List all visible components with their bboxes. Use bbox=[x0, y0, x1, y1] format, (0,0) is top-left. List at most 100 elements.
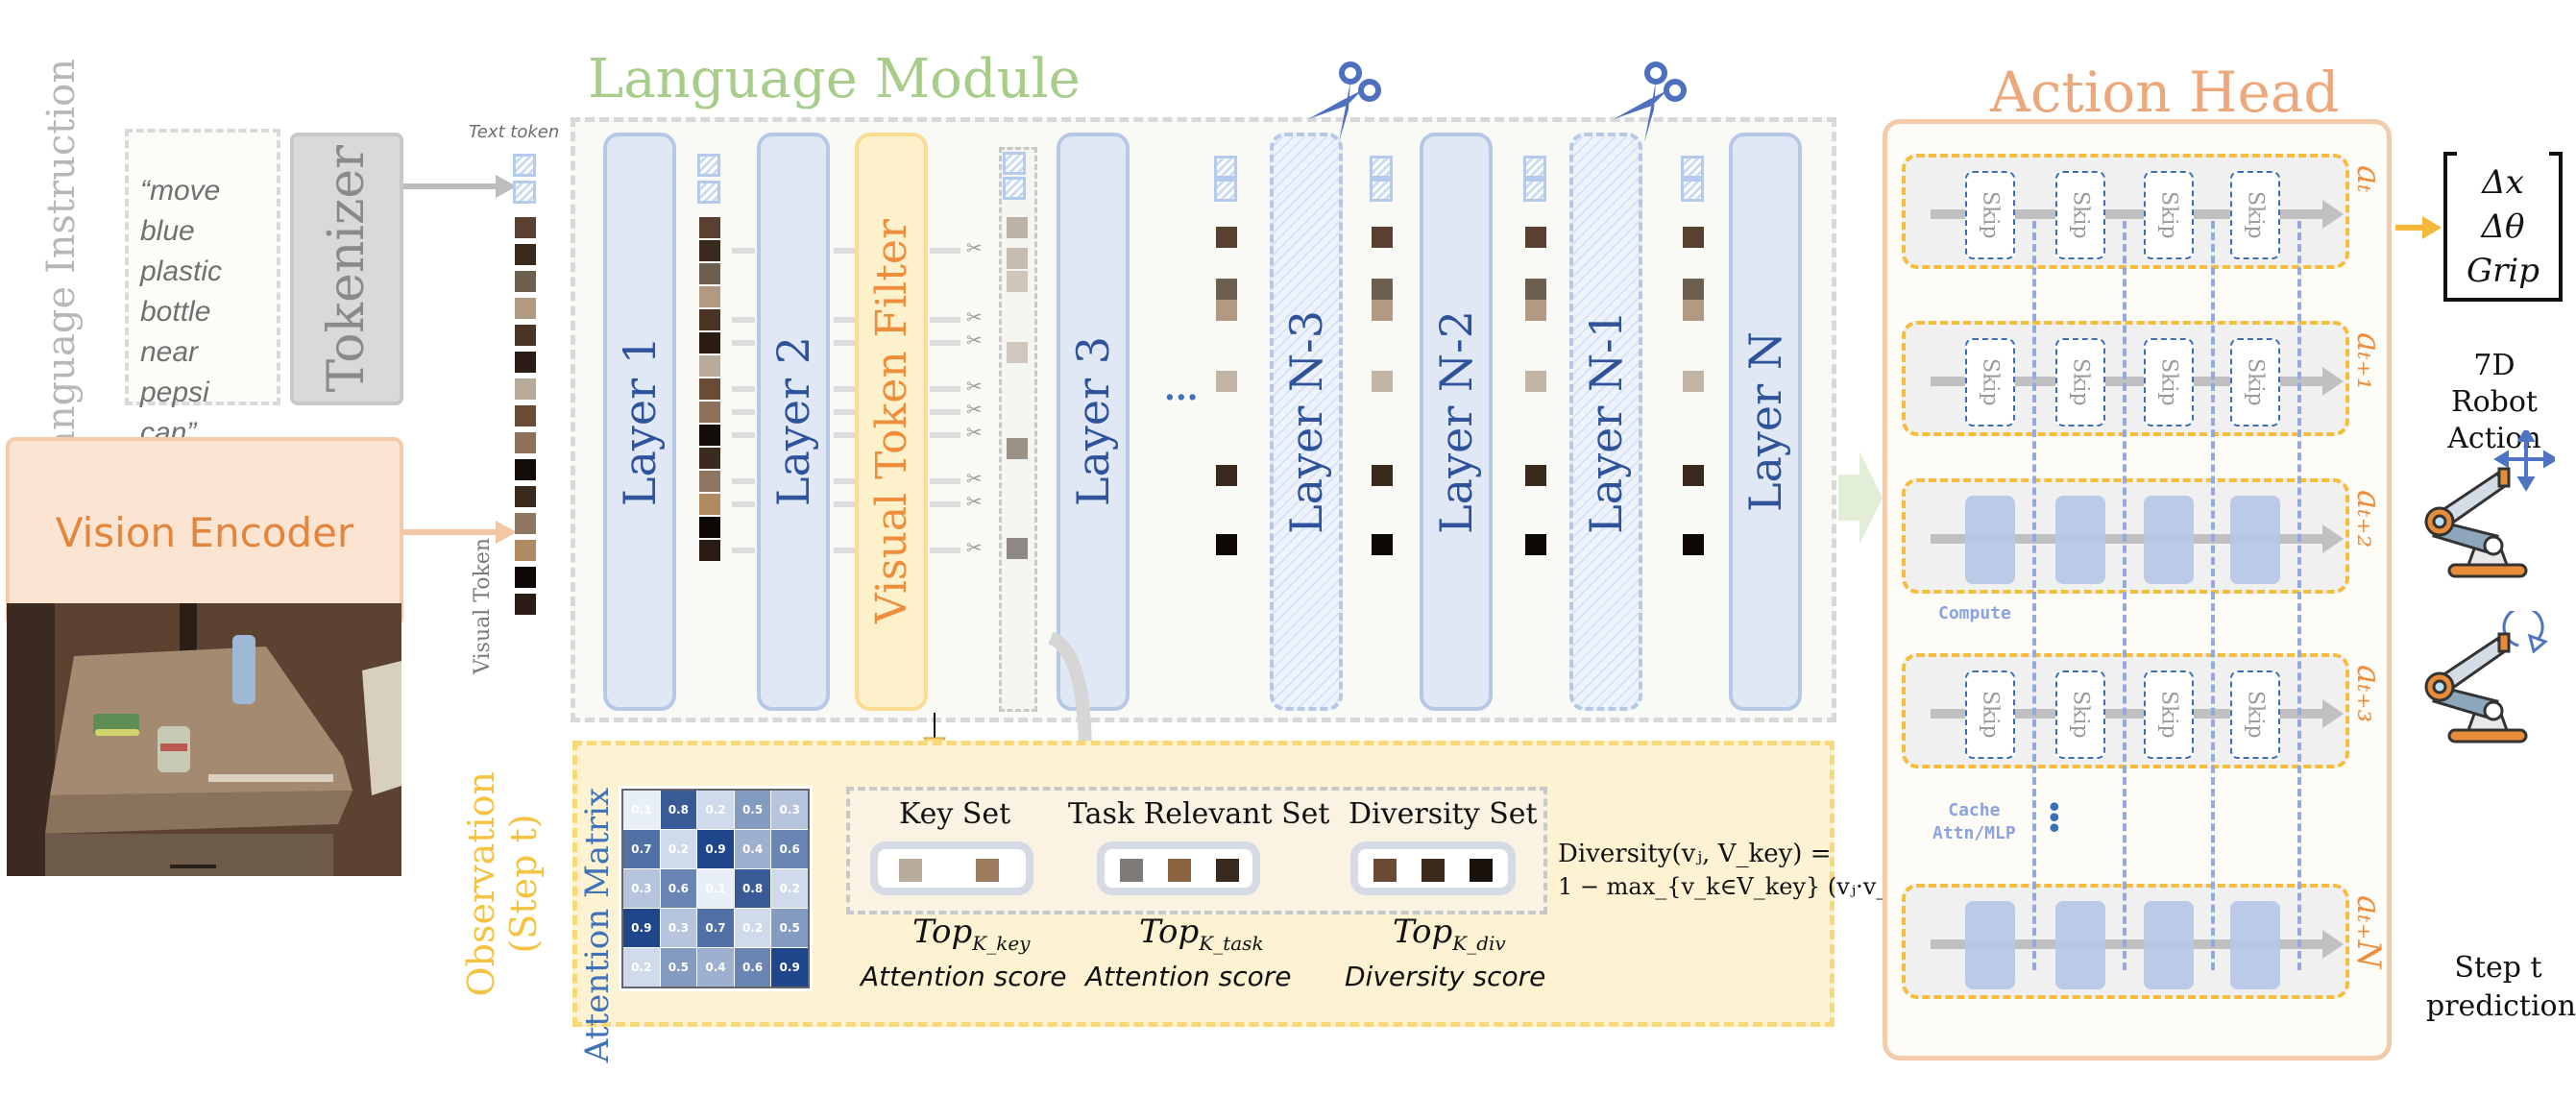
scissors-icon: ✂ bbox=[966, 329, 983, 352]
scissors-icon: ✂ bbox=[966, 236, 983, 259]
scissors-icon: ✂ bbox=[966, 490, 983, 513]
visual-token bbox=[515, 405, 536, 427]
robot-arm-rotate-icon bbox=[2424, 611, 2548, 744]
visual-token bbox=[1372, 300, 1393, 321]
flow-line bbox=[732, 478, 755, 484]
output-arrow-icon bbox=[2395, 216, 2442, 239]
visual-token bbox=[515, 540, 536, 561]
visual-token bbox=[1216, 300, 1237, 321]
language-module-title: Language Module bbox=[588, 48, 1081, 110]
layer-block-n-2: Layer N-2 bbox=[1420, 133, 1493, 711]
visual-token bbox=[1683, 534, 1704, 555]
layer-block-1: Layer 1 bbox=[603, 133, 676, 711]
layer-block-n: Layer N bbox=[1729, 133, 1802, 711]
compute-block bbox=[2230, 496, 2280, 584]
set-token bbox=[1120, 859, 1143, 882]
layer-label: Layer N-2 bbox=[1430, 309, 1482, 534]
layer-label: Layer 1 bbox=[614, 336, 666, 507]
visual-token bbox=[515, 486, 536, 507]
flow-line bbox=[834, 432, 855, 438]
action-component: Grip bbox=[2466, 252, 2540, 290]
visual-token bbox=[1216, 534, 1237, 555]
flow-line bbox=[930, 478, 960, 484]
text-token bbox=[1003, 152, 1026, 175]
kept-visual-token bbox=[1007, 248, 1028, 269]
attention-cell: 0.7 bbox=[623, 830, 660, 868]
compute-label: Compute bbox=[1938, 603, 2011, 623]
compute-block bbox=[1965, 901, 2015, 989]
visual-token bbox=[515, 378, 536, 400]
instruction-line: pepsi can” bbox=[140, 377, 209, 449]
task-relevant-set-title: Task Relevant Set bbox=[1068, 797, 1330, 831]
layer-label: Layer 2 bbox=[767, 336, 819, 507]
observation-label: Observation (Step t) bbox=[459, 740, 546, 1028]
flow-line bbox=[834, 340, 855, 346]
action-step-label: aₜ bbox=[2349, 165, 2388, 193]
scissors-icon: ✂ bbox=[966, 375, 983, 398]
visual-token bbox=[699, 217, 720, 238]
instruction-line: bottle bbox=[140, 296, 211, 328]
visual-token bbox=[515, 271, 536, 292]
skip-block: Skip bbox=[2055, 171, 2105, 259]
topk-task-label: TopK_task bbox=[1139, 913, 1264, 955]
residual-stream-arrow-icon bbox=[1931, 200, 2344, 229]
attention-cell: 0.3 bbox=[771, 791, 808, 829]
flow-line bbox=[732, 432, 755, 438]
visual-token bbox=[699, 378, 720, 400]
visual-token bbox=[515, 594, 536, 615]
visual-token bbox=[515, 459, 536, 480]
visual-token bbox=[699, 471, 720, 492]
text-token bbox=[1523, 179, 1546, 202]
visual-token-filter-label: Visual Token Filter bbox=[866, 219, 916, 624]
residual-stream-arrow-icon bbox=[1931, 699, 2344, 728]
skip-block: Skip bbox=[1965, 171, 2015, 259]
flow-line bbox=[930, 409, 960, 415]
flow-line bbox=[732, 248, 755, 254]
flow-line bbox=[732, 317, 755, 323]
vision-encoder-arrow-icon bbox=[403, 521, 517, 544]
filtered-token-column bbox=[999, 147, 1037, 712]
text-token bbox=[1370, 179, 1393, 202]
attention-cell: 0.8 bbox=[660, 791, 697, 829]
module-arrow-icon bbox=[1838, 451, 1883, 544]
visual-token bbox=[1372, 465, 1393, 486]
flow-line bbox=[930, 432, 960, 438]
flow-line bbox=[732, 409, 755, 415]
attention-cell: 0.6 bbox=[771, 830, 808, 868]
flow-line bbox=[930, 248, 960, 254]
attention-cell: 0.9 bbox=[771, 948, 808, 987]
attention-cell: 0.7 bbox=[697, 909, 734, 947]
visual-token bbox=[1683, 227, 1704, 248]
set-token bbox=[1168, 859, 1191, 882]
vision-encoder-label: Vision Encoder bbox=[55, 508, 354, 556]
cache-label-line: Attn/MLP bbox=[1932, 823, 2016, 843]
tokenizer-block: Tokenizer bbox=[290, 133, 403, 405]
visual-token-filter-block: Visual Token Filter bbox=[855, 133, 928, 711]
key-score-label: Attention score bbox=[861, 961, 1067, 992]
scissors-icon: ✂ bbox=[966, 398, 983, 421]
instruction-box: “move blue plastic bottle near pepsi can… bbox=[125, 129, 280, 449]
text-token bbox=[1370, 156, 1393, 179]
attention-cell: 0.5 bbox=[660, 948, 697, 987]
observation-image bbox=[7, 603, 401, 876]
scissors-icon: ✂ bbox=[966, 536, 983, 559]
text-token bbox=[697, 154, 720, 177]
flow-line bbox=[732, 386, 755, 392]
scissors-icon bbox=[1308, 61, 1381, 142]
residual-stream-arrow-icon bbox=[1931, 930, 2344, 959]
set-token bbox=[976, 859, 999, 882]
diversity-set-title: Diversity Set bbox=[1349, 797, 1538, 831]
kept-visual-token bbox=[1007, 438, 1028, 459]
visual-token bbox=[1525, 300, 1546, 321]
skip-block: Skip bbox=[2230, 171, 2280, 259]
task-score-label: Attention score bbox=[1085, 961, 1292, 992]
flow-line bbox=[834, 248, 855, 254]
flow-line bbox=[834, 317, 855, 323]
cache-flow-line bbox=[2211, 221, 2215, 970]
attention-cell: 0.1 bbox=[623, 791, 660, 829]
kept-visual-token bbox=[1007, 342, 1028, 363]
skip-label: Skip bbox=[2243, 691, 2268, 739]
text-token bbox=[1003, 177, 1026, 200]
set-token bbox=[899, 859, 922, 882]
